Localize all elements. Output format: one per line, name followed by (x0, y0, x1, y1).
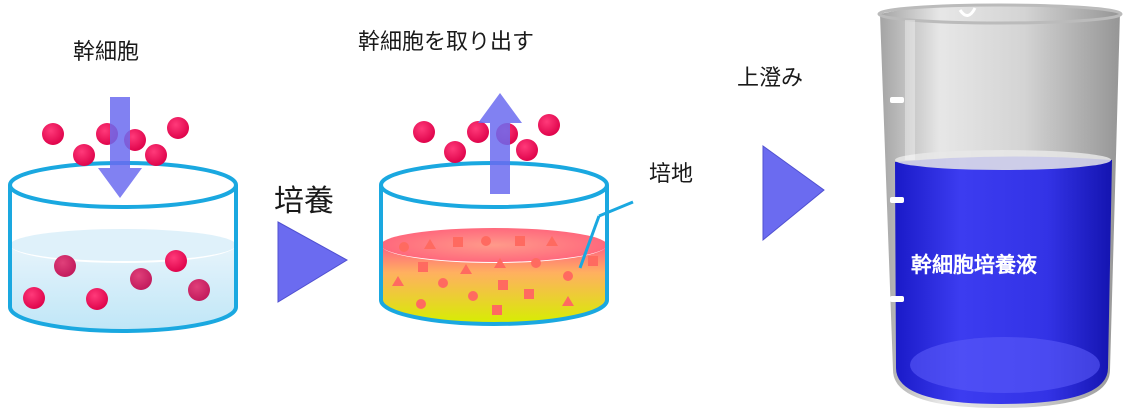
nutrient-triangle (460, 264, 472, 274)
nutrient-square (492, 305, 502, 315)
nutrient-circle (531, 258, 541, 268)
dish-medium (379, 161, 609, 326)
label-medium: 培地 (649, 162, 694, 187)
nutrient-square (453, 237, 463, 247)
cell (42, 123, 64, 145)
arrow-down-icon (98, 97, 142, 198)
beaker-gradation (890, 197, 904, 203)
nutrient-triangle (546, 236, 558, 246)
beaker-bottom-highlight (910, 337, 1100, 393)
nutrient-circle (438, 278, 448, 288)
nutrient-triangle (494, 258, 506, 268)
nutrient-square (498, 280, 508, 290)
cell (165, 250, 187, 272)
nutrient-circle (468, 291, 478, 301)
beaker-gradation (890, 296, 904, 302)
dish1-bottom-rim (8, 306, 238, 333)
dish2-medium-body (381, 245, 607, 324)
beaker (877, 3, 1123, 408)
nutrient-square (524, 289, 534, 299)
label-extract-cells: 幹細胞を取り出す (358, 30, 535, 55)
beaker-spout (958, 7, 977, 17)
cell (516, 139, 538, 161)
cell (467, 121, 489, 143)
nutrient-square (418, 262, 428, 272)
dish1-inner-cells (23, 250, 210, 310)
nutrient-triangle (562, 296, 574, 306)
nutrient-square (515, 236, 525, 246)
nutrient-circle (563, 271, 573, 281)
cell (130, 268, 152, 290)
dish2-bottom-rim (379, 299, 609, 326)
beaker-gradation (890, 97, 904, 103)
beaker-rim (877, 3, 1123, 25)
process-triangle-icon (277, 221, 348, 303)
label-supernatant: 上澄み (737, 66, 804, 91)
label-culture-fluid: 幹細胞培養液 (911, 253, 1037, 277)
medium-leader-line (598, 200, 634, 218)
beaker-highlight (905, 20, 915, 160)
nutrient-circle (399, 242, 409, 252)
dish1-water-surface (10, 229, 236, 261)
cell (54, 255, 76, 277)
cell (538, 114, 560, 136)
cell (145, 144, 167, 166)
nutrient-square (588, 256, 598, 266)
dish2-rising-cells (413, 114, 560, 163)
cell (444, 141, 466, 163)
nutrient-triangle (424, 239, 436, 249)
dish2-medium-surface (381, 228, 607, 262)
arrow-up-icon (478, 93, 522, 194)
dish2-nutrients (392, 236, 598, 315)
medium-leader-line (578, 215, 601, 269)
nutrient-triangle (392, 276, 404, 286)
label-culture: 培養 (274, 184, 334, 219)
cell (73, 144, 95, 166)
beaker-fluid-surface (895, 150, 1111, 170)
nutrient-circle (416, 299, 426, 309)
cell (86, 288, 108, 310)
cell (188, 279, 210, 301)
process-triangle-icon (762, 145, 825, 242)
label-stem-cells: 幹細胞 (73, 40, 140, 65)
cell (167, 117, 189, 139)
nutrient-circle (481, 236, 491, 246)
cell (23, 287, 45, 309)
cell (413, 121, 435, 143)
